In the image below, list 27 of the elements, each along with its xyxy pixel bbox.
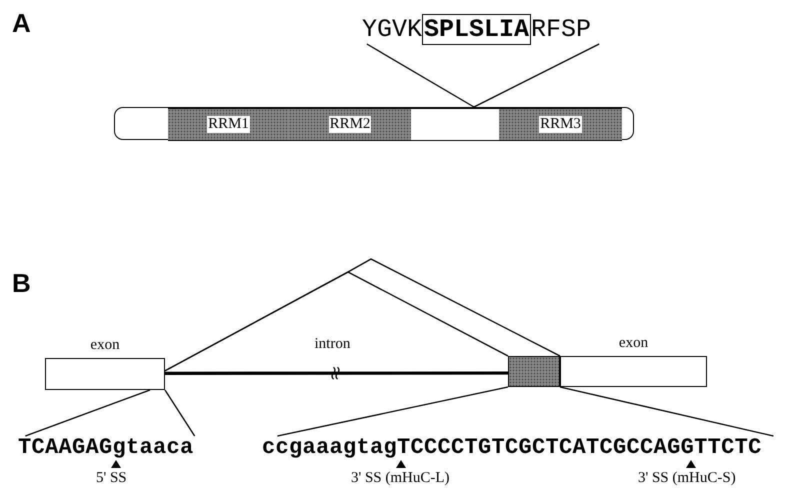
domain-label: RRM3 xyxy=(539,116,582,133)
connector-line xyxy=(164,258,560,372)
nucleotide-sequence: ccgaaagtagTCCCCTGTCGCTCATCGCCAGGTTCTC xyxy=(262,436,762,460)
insert-segment xyxy=(411,108,499,141)
connector-line xyxy=(366,43,474,108)
splice-site-label: 5' SS xyxy=(96,470,127,487)
rrm-domain xyxy=(499,108,622,141)
exon-label: exon xyxy=(618,335,648,352)
domain-label: RRM1 xyxy=(207,116,250,133)
connector-line xyxy=(560,386,774,437)
splice-site-label: 3' SS (mHuC-S) xyxy=(638,470,736,487)
connector-line xyxy=(277,386,508,437)
connector-line xyxy=(164,390,196,436)
rrm-domain xyxy=(168,108,289,141)
rrm-domain xyxy=(289,108,411,141)
connector-line xyxy=(25,389,150,437)
splice-site-label: 3' SS (mHuC-L) xyxy=(351,470,450,487)
intron-line xyxy=(165,371,508,375)
connector-line xyxy=(474,43,600,108)
protein-bar xyxy=(114,107,634,140)
nucleotide-sequence: TCAAGAGgtaaca xyxy=(18,436,194,460)
alternative-exon-segment xyxy=(508,356,560,387)
domain-label: RRM2 xyxy=(328,116,372,133)
panel-label: B xyxy=(12,268,31,299)
exon-label: exon xyxy=(90,337,120,354)
peptide-sequence: YGVKSPLSLIARFSP xyxy=(362,16,592,44)
panel-label: A xyxy=(12,8,31,39)
